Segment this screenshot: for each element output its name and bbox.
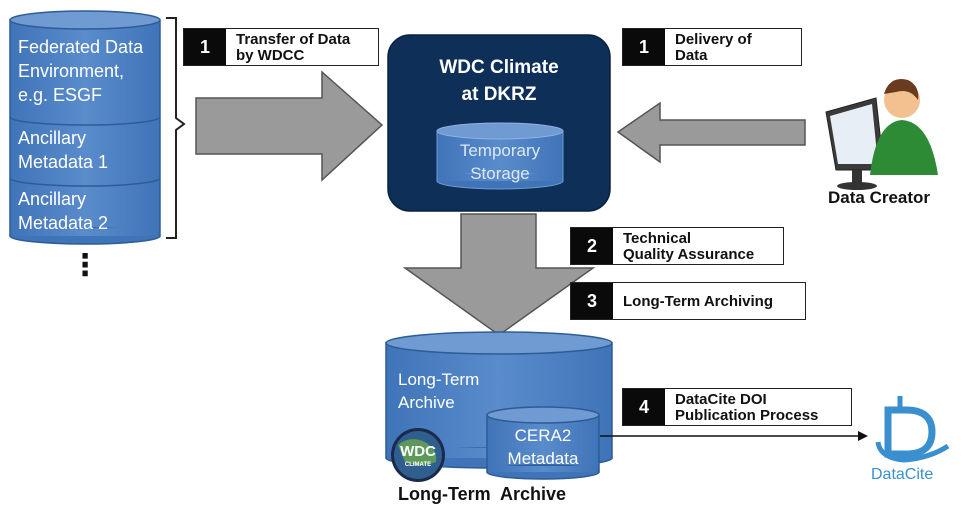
federated-data-label: Federated Data Environment, e.g. ESGF <box>18 37 144 105</box>
datacite-label: DataCite <box>871 466 934 483</box>
step-long-term-archiving: 3 Long-Term Archiving <box>570 282 806 320</box>
cera2-metadata-label: CERA2 Metadata <box>507 426 579 468</box>
datacite-logo <box>875 396 950 463</box>
temporary-storage-cylinder <box>436 122 564 190</box>
ancillary-metadata-2-label: Ancillary Metadata 2 <box>18 189 109 233</box>
long-term-archive-caption: Long-Term Archive <box>398 484 567 504</box>
data-creator-label: Data Creator <box>828 188 931 207</box>
arrow-down <box>402 213 596 336</box>
ancillary-metadata-1-label: Ancillary Metadata 1 <box>18 128 109 172</box>
step-number: 2 <box>571 228 613 264</box>
cera2-metadata-cylinder <box>486 406 600 480</box>
left-cylinder-stack <box>9 10 161 245</box>
long-term-archive-label: Long-Term Archive <box>398 370 480 412</box>
step-number: 1 <box>184 29 226 65</box>
step-number: 3 <box>571 283 613 319</box>
arrow-transfer <box>195 70 384 182</box>
step-number: 4 <box>623 389 665 425</box>
data-creator-icon <box>825 78 938 190</box>
step-number: 1 <box>623 29 665 65</box>
wdc-climate-title: WDC Climate at DKRZ <box>439 57 559 105</box>
more-items-ellipsis: ⋮ <box>70 248 100 283</box>
temporary-storage-label: Temporary Storage <box>459 141 541 183</box>
bracket <box>166 17 186 239</box>
arrow-delivery <box>616 101 806 164</box>
logo-text-climate: CLIMATE <box>405 462 431 468</box>
logo-text-wdc: WDC <box>400 443 436 460</box>
wdc-climate-logo: WDC CLIMATE <box>391 428 445 482</box>
